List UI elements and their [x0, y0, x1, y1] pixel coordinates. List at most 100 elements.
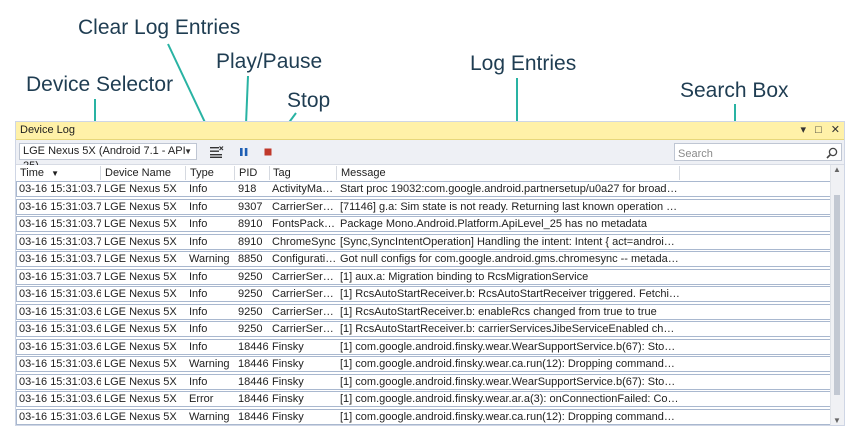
- cell-message: [1] com.google.android.finsky.wear.WearS…: [340, 340, 680, 353]
- cell-pid: 18446: [238, 358, 269, 370]
- clear-log-icon: [210, 146, 224, 158]
- cell-time: 03-16 15:31:03.734: [19, 218, 101, 230]
- cell-message: [1] com.google.android.finsky.wear.WearS…: [340, 375, 680, 388]
- cell-pid: 9250: [238, 323, 263, 335]
- cell-tag: CarrierServices: [272, 288, 337, 300]
- log-entry-row[interactable]: 03-16 15:31:03.655LGE Nexus 5XWarning184…: [16, 356, 831, 372]
- cell-pid: 8910: [238, 218, 263, 230]
- cell-message: Package Mono.Android.Platform.ApiLevel_2…: [340, 218, 647, 230]
- cell-type: Info: [189, 288, 208, 300]
- vertical-scrollbar[interactable]: ▲ ▼: [830, 165, 844, 425]
- log-entry-row[interactable]: 03-16 15:31:03.757LGE Nexus 5XInfo918Act…: [16, 181, 831, 197]
- cell-message: [1] com.google.android.finsky.wear.ca.ru…: [340, 358, 680, 370]
- cell-time: 03-16 15:31:03.674: [19, 323, 101, 335]
- log-entry-row[interactable]: 03-16 15:31:03.641LGE Nexus 5XWarning184…: [16, 408, 831, 425]
- log-entry-row[interactable]: 03-16 15:31:03.655LGE Nexus 5XInfo18446F…: [16, 338, 831, 355]
- cell-tag: CarrierServices: [272, 270, 337, 283]
- callout-search-box: Search Box: [680, 79, 789, 102]
- log-entry-row[interactable]: 03-16 15:31:03.693LGE Nexus 5XInfo9250Ca…: [16, 303, 831, 320]
- cell-pid: 18446: [238, 410, 269, 423]
- window-title: Device Log: [20, 124, 76, 136]
- column-header-time[interactable]: Time ▼: [20, 167, 60, 179]
- log-entry-row[interactable]: 03-16 15:31:03.674LGE Nexus 5XInfo9250Ca…: [16, 321, 831, 337]
- search-input[interactable]: [675, 146, 821, 162]
- clear-log-button[interactable]: [209, 144, 225, 160]
- log-entry-row[interactable]: 03-16 15:31:03.719LGE Nexus 5XWarning885…: [16, 251, 831, 267]
- cell-tag: Finsky: [272, 393, 304, 405]
- cell-type: Info: [189, 200, 208, 213]
- cell-device-name: LGE Nexus 5X: [104, 305, 177, 318]
- callout-log-entries: Log Entries: [470, 52, 577, 75]
- cell-device-name: LGE Nexus 5X: [104, 393, 177, 405]
- pause-icon: [240, 148, 248, 156]
- column-header-type[interactable]: Type: [190, 167, 214, 179]
- cell-device-name: LGE Nexus 5X: [104, 340, 177, 353]
- scrollbar-thumb[interactable]: [834, 195, 840, 395]
- callout-device-selector: Device Selector: [26, 73, 174, 96]
- cell-time: 03-16 15:31:03.641: [19, 410, 101, 423]
- cell-tag: CarrierServices: [272, 305, 337, 318]
- maximize-icon[interactable]: □: [815, 124, 822, 136]
- cell-message: [1] com.google.android.finsky.wear.ar.a(…: [340, 393, 680, 405]
- close-icon[interactable]: ✕: [830, 124, 840, 136]
- cell-type: Warning: [189, 253, 230, 265]
- cell-pid: 9250: [238, 288, 263, 300]
- cell-device-name: LGE Nexus 5X: [104, 323, 177, 335]
- column-header-message[interactable]: Message: [341, 167, 386, 179]
- cell-device-name: LGE Nexus 5X: [104, 183, 177, 195]
- play-pause-button[interactable]: [236, 144, 252, 160]
- cell-tag: CarrierServices: [272, 200, 337, 213]
- stop-icon: [264, 148, 272, 156]
- cell-device-name: LGE Nexus 5X: [104, 218, 177, 230]
- log-entry-row[interactable]: 03-16 15:31:03.727LGE Nexus 5XInfo8910Ch…: [16, 233, 831, 250]
- scroll-up-icon[interactable]: ▲: [833, 165, 841, 174]
- cell-device-name: LGE Nexus 5X: [104, 253, 177, 265]
- log-entry-row[interactable]: 03-16 15:31:03.694LGE Nexus 5XInfo9250Ca…: [16, 286, 831, 302]
- cell-time: 03-16 15:31:03.694: [19, 288, 101, 300]
- log-entry-row[interactable]: 03-16 15:31:03.711LGE Nexus 5XInfo9250Ca…: [16, 268, 831, 285]
- column-header-pid[interactable]: PID: [239, 167, 258, 179]
- cell-pid: 9307: [238, 200, 263, 213]
- cell-type: Info: [189, 183, 208, 195]
- cell-tag: Finsky: [272, 410, 304, 423]
- cell-pid: 18446: [238, 340, 269, 353]
- cell-tag: FontsPackag...: [272, 218, 337, 230]
- cell-type: Warning: [189, 358, 230, 370]
- log-entries: 03-16 15:31:03.757LGE Nexus 5XInfo918Act…: [16, 181, 831, 425]
- search-box[interactable]: [674, 143, 842, 164]
- log-entry-row[interactable]: 03-16 15:31:03.734LGE Nexus 5XInfo8910Fo…: [16, 216, 831, 232]
- cell-message: [Sync,SyncIntentOperation] Handling the …: [340, 235, 680, 248]
- scroll-down-icon[interactable]: ▼: [833, 416, 841, 425]
- device-selector[interactable]: LGE Nexus 5X (Android 7.1 - API 25) ▼: [19, 143, 197, 172]
- cell-pid: 18446: [238, 375, 269, 388]
- cell-type: Info: [189, 235, 208, 248]
- cell-time: 03-16 15:31:03.757: [19, 183, 101, 195]
- cell-type: Info: [189, 305, 208, 318]
- cell-type: Info: [189, 323, 208, 335]
- search-icon[interactable]: [826, 146, 838, 164]
- cell-device-name: LGE Nexus 5X: [104, 358, 177, 370]
- window-menu-icon[interactable]: ▾: [800, 124, 806, 136]
- log-entry-row[interactable]: 03-16 15:31:03.641LGE Nexus 5XError18446…: [16, 391, 831, 407]
- cell-tag: ActivityMan...: [272, 183, 337, 195]
- column-header-device-name[interactable]: Device Name: [105, 167, 172, 179]
- cell-message: [1] RcsAutoStartReceiver.b: carrierServi…: [340, 323, 680, 335]
- cell-message: [1] com.google.android.finsky.wear.ca.ru…: [340, 410, 680, 423]
- callout-clear-log-entries: Clear Log Entries: [78, 16, 241, 39]
- cell-type: Error: [189, 393, 214, 405]
- cell-device-name: LGE Nexus 5X: [104, 375, 177, 388]
- log-entry-row[interactable]: 03-16 15:31:03.753LGE Nexus 5XInfo9307Ca…: [16, 198, 831, 215]
- cell-pid: 9250: [238, 270, 263, 283]
- cell-type: Info: [189, 375, 208, 388]
- cell-type: Info: [189, 340, 208, 353]
- column-header-tag[interactable]: Tag: [273, 167, 291, 179]
- device-log-window: Device Log ▾ □ ✕ LGE Nexus 5X (Android 7…: [15, 121, 845, 426]
- stop-button[interactable]: [260, 144, 276, 160]
- window-titlebar: Device Log ▾ □ ✕: [16, 122, 844, 140]
- log-entry-row[interactable]: 03-16 15:31:03.642LGE Nexus 5XInfo18446F…: [16, 373, 831, 390]
- cell-pid: 18446: [238, 393, 269, 405]
- sort-desc-icon: ▼: [51, 169, 60, 178]
- cell-message: Start proc 19032:com.google.android.part…: [340, 183, 680, 195]
- cell-time: 03-16 15:31:03.711: [19, 270, 101, 283]
- cell-time: 03-16 15:31:03.753: [19, 200, 101, 213]
